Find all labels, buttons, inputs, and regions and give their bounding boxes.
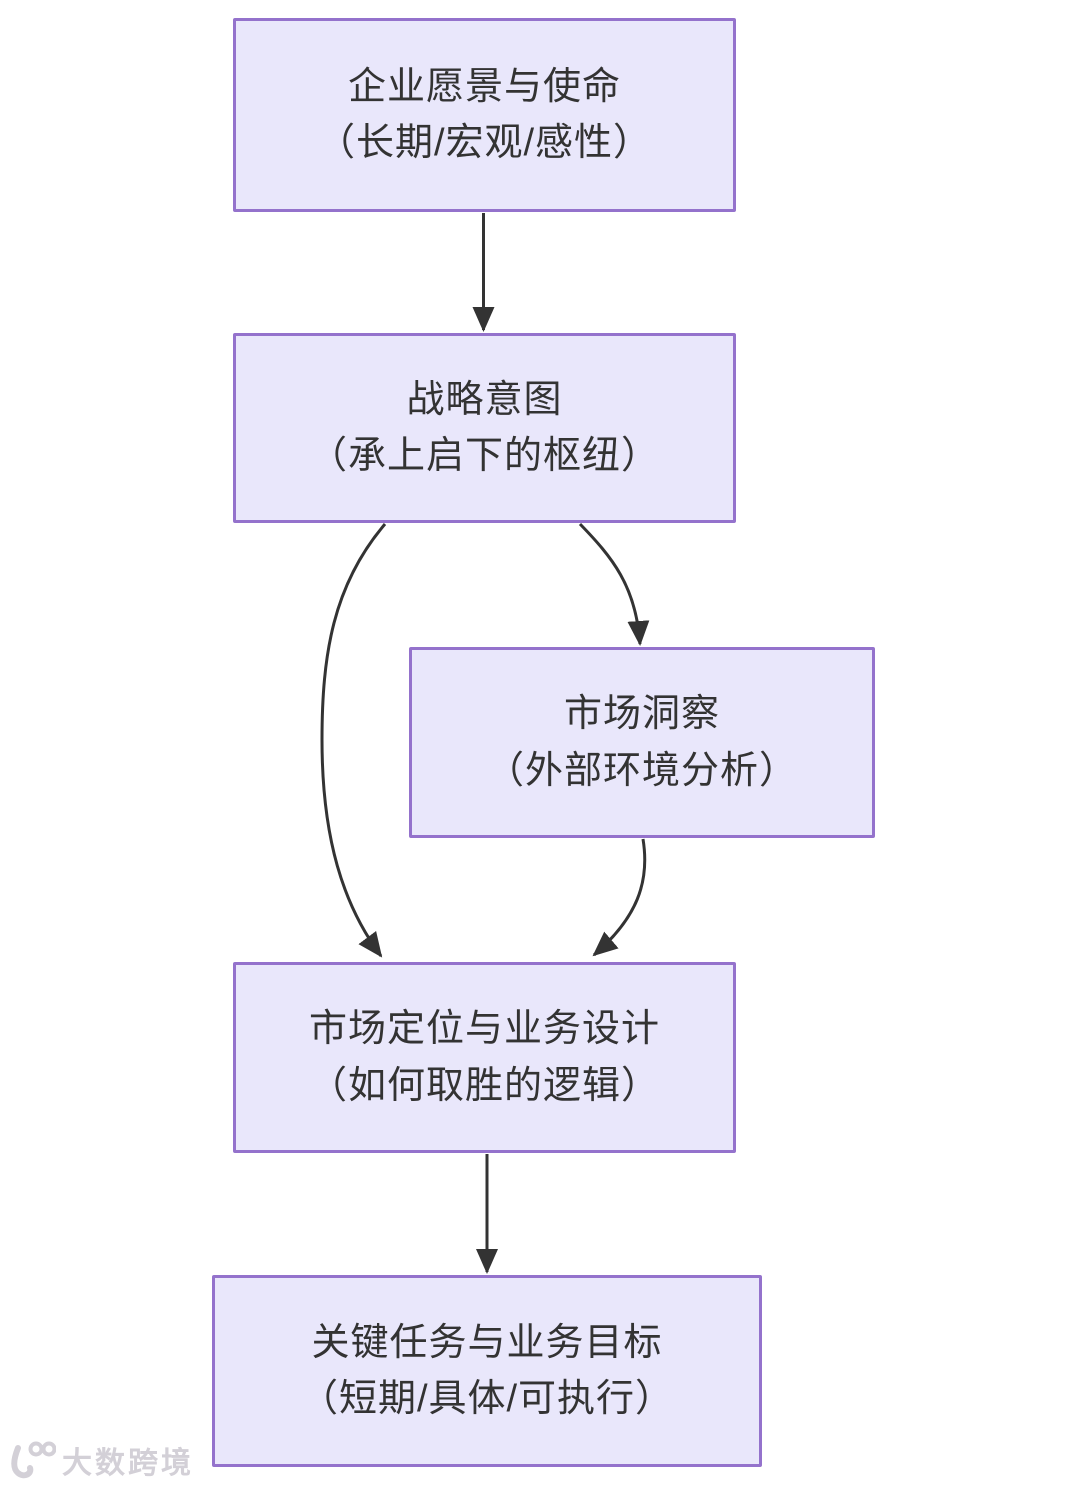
node-insight-subtitle: （外部环境分析） — [485, 749, 798, 792]
node-tasks: 关键任务与业务目标 （短期/具体/可执行） — [212, 1275, 762, 1467]
watermark-logo-icon — [11, 1441, 56, 1479]
node-tasks-title: 关键任务与业务目标 — [311, 1321, 663, 1364]
watermark: 大数跨境 — [8, 1438, 194, 1482]
node-design-title: 市场定位与业务设计 — [308, 1008, 660, 1051]
node-vision-title: 企业愿景与使命 — [347, 65, 621, 108]
edge-intent-design — [320, 523, 387, 958]
node-vision-subtitle: （长期/宏观/感性） — [316, 122, 653, 164]
node-intent-title: 战略意图 — [406, 378, 563, 421]
node-insight-title: 市场洞察 — [563, 693, 720, 736]
node-design-subtitle: （如何取胜的逻辑） — [308, 1064, 660, 1107]
node-vision: 企业愿景与使命 （长期/宏观/感性） — [233, 18, 736, 212]
watermark-text: 大数跨境 — [62, 1447, 194, 1480]
edge-insight-design — [592, 838, 647, 957]
node-intent-subtitle: （承上启下的枢纽） — [308, 435, 660, 477]
node-insight: 市场洞察 （外部环境分析） — [409, 647, 875, 838]
node-design: 市场定位与业务设计 （如何取胜的逻辑） — [233, 962, 736, 1153]
node-tasks-subtitle: （短期/具体/可执行） — [299, 1378, 675, 1420]
edge-intent-insight — [578, 522, 650, 646]
node-intent: 战略意图 （承上启下的枢纽） — [233, 333, 736, 523]
